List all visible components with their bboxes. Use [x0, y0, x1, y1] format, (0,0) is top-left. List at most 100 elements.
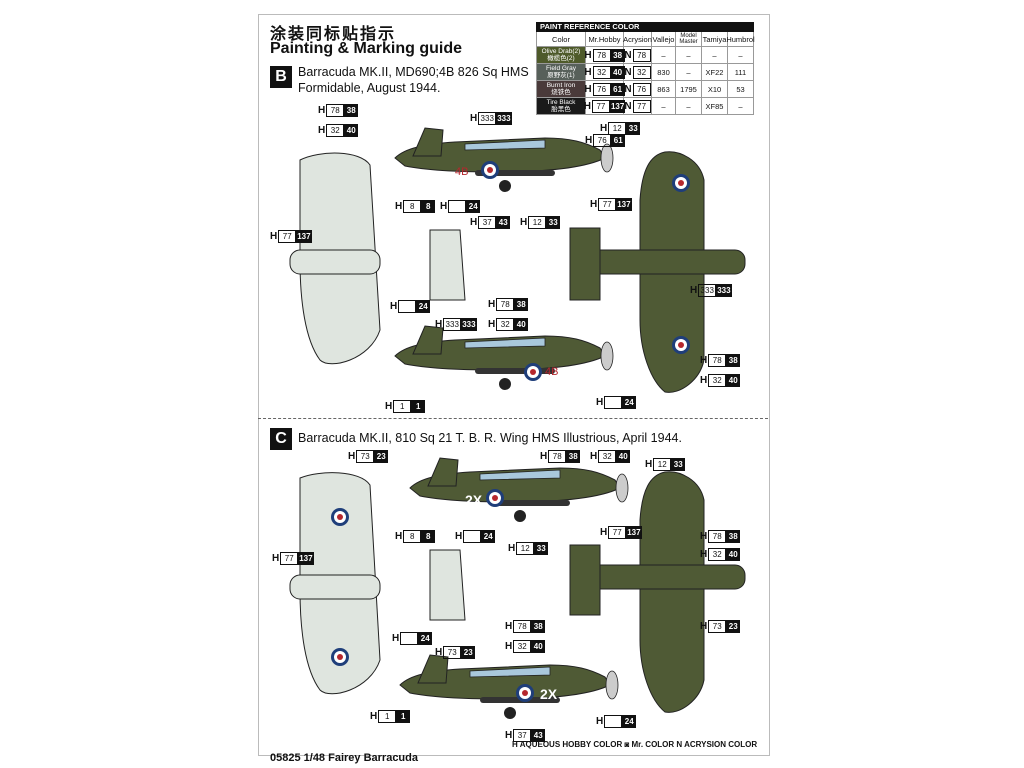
h-number: 77: [280, 552, 299, 565]
title-chinese: 涂装同标贴指示: [270, 26, 397, 43]
scheme-b-roundel-top: [672, 174, 690, 192]
n-number: 78: [632, 48, 651, 62]
mm-code: –: [676, 47, 702, 63]
c-number: 24: [622, 715, 637, 728]
h-number: 78: [708, 530, 727, 543]
paint-name-cn: 烧铁色: [551, 89, 571, 96]
paint-name: Tire Black: [546, 99, 576, 106]
n-number: 32: [632, 65, 651, 79]
c-number: 38: [610, 48, 625, 62]
h-number: 73: [708, 620, 727, 633]
c-number: 43: [531, 729, 546, 742]
paint-name: Field Gray: [546, 65, 576, 72]
tamiya-code: XF85: [702, 98, 728, 114]
h-number: 8: [403, 530, 422, 543]
footer-legend: H AQUEOUS HOBBY COLOR ◙ Mr. COLOR N ACRY…: [512, 740, 758, 749]
scheme-b-side-upper: [394, 127, 614, 193]
mm-code: –: [676, 64, 702, 80]
h-number: 37: [478, 216, 497, 229]
c-number: 23: [461, 646, 476, 659]
col-vallejo: Vallejo: [652, 32, 676, 46]
col-tamiya: Tamiya: [702, 32, 728, 46]
scheme-c-underside-tail: [429, 549, 466, 621]
humbrol-code: –: [728, 47, 754, 63]
h-number: 12: [516, 542, 535, 555]
scheme-c-top-tail: [569, 544, 601, 616]
h-number: 1: [393, 400, 412, 413]
h-number: 32: [598, 450, 617, 463]
c-number: 33: [534, 542, 549, 555]
h-number: 78: [708, 354, 727, 367]
col-color: Color: [536, 32, 586, 46]
c-number: 33: [626, 122, 641, 135]
humbrol-code: 111: [728, 64, 754, 80]
paint-name: Burnt Iron: [546, 82, 576, 89]
h-number: 32: [708, 548, 727, 561]
c-number: 40: [616, 450, 631, 463]
h-number: 73: [443, 646, 462, 659]
c-number: 40: [514, 318, 529, 331]
h-number: 76: [593, 134, 612, 147]
c-number: 40: [726, 374, 741, 387]
c-number: 40: [531, 640, 546, 653]
h-number: 333: [443, 318, 462, 331]
h-number: 32: [326, 124, 345, 137]
h-number: [398, 300, 417, 313]
vallejo-code: –: [652, 98, 676, 114]
c-number: 137: [296, 230, 312, 243]
scheme-c-side-upper: [409, 457, 629, 523]
humbrol-code: –: [728, 98, 754, 114]
h-number: 1: [378, 710, 397, 723]
humbrol-code: 53: [728, 81, 754, 97]
h-number: 78: [496, 298, 515, 311]
c-number: 40: [726, 548, 741, 561]
col-model-master: Model Master: [676, 32, 702, 46]
h-number: [400, 632, 419, 645]
h-number: 77: [598, 198, 617, 211]
scheme-b-desc-line1: Barracuda MK.II, MD690;4B 826 Sq HMS: [298, 65, 529, 79]
c-number: 38: [726, 530, 741, 543]
c-number: 333: [461, 318, 477, 331]
c-number: 24: [418, 632, 433, 645]
c-number: 40: [344, 124, 359, 137]
c-number: 24: [622, 396, 637, 409]
h-number: 77: [608, 526, 627, 539]
col-mrhobby: Mr.Hobby: [586, 32, 624, 46]
h-number: [448, 200, 467, 213]
scheme-b-desc-line2: Formidable, August 1944.: [298, 81, 441, 95]
h-number: 32: [513, 640, 532, 653]
c-number: 40: [610, 65, 625, 79]
c-number: 24: [416, 300, 431, 313]
paint-table-header-row: Color Mr.Hobby Acrysion Vallejo Model Ma…: [536, 32, 755, 47]
n-number: 76: [632, 82, 651, 96]
c-number: 43: [496, 216, 511, 229]
h-number: 77: [591, 99, 610, 113]
scheme-c-code-lower: 2X: [540, 686, 558, 702]
h-number: 78: [548, 450, 567, 463]
